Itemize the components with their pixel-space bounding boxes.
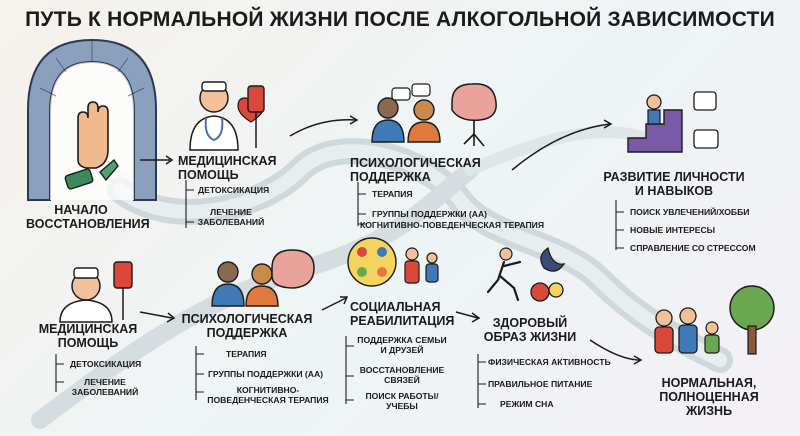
doctor-icon <box>189 81 239 151</box>
development-title: РАЗВИТИЕ ЛИЧНОСТИ И НАВЫКОВ <box>592 170 756 198</box>
goal-title-line3: ЖИЗНЬ <box>685 404 733 418</box>
medical-bottom-item-line: ЛЕЧЕНИЕ <box>84 377 126 387</box>
psych-top-title-line1: ПСИХОЛОГИЧЕСКАЯ <box>350 156 481 170</box>
social-item: ВОССТАНОВЛЕНИЕ СВЯЗЕЙ <box>354 365 450 385</box>
item-brackets <box>55 180 624 408</box>
iv-drip-icon-bottom <box>113 261 133 320</box>
medical-bottom-title: МЕДИЦИНСКАЯ ПОМОЩЬ <box>28 322 148 350</box>
growth-steps-icon <box>627 91 719 153</box>
psych-top-title-line2: ПОДДЕРЖКА <box>350 170 431 184</box>
brain-tree-icon <box>451 83 497 147</box>
social-item-line: ПОДДЕРЖКА СЕМЬИ <box>357 335 447 345</box>
brain-icon <box>271 249 315 289</box>
development-title-line2: И НАВЫКОВ <box>634 184 714 198</box>
psych-bottom-item: ГРУППЫ ПОДДЕРЖКИ (АА) <box>208 369 324 379</box>
development-item: СПРАВЛЕНИЕ СО СТРЕССОМ <box>630 243 756 253</box>
medical-top-item-line: ЛЕЧЕНИЕ <box>210 207 252 217</box>
psych-top-item: КОГНИТИВНО-ПОВЕДЕНЧЕСКАЯ ТЕРАПИЯ <box>360 220 545 230</box>
social-item-line: ВОССТАНОВЛЕНИЕ <box>359 365 445 375</box>
social-item-line: СВЯЗЕЙ <box>384 374 420 385</box>
social-item-line: ПОИСК РАБОТЫ/ <box>365 391 439 401</box>
healthy-item: РЕЖИМ СНА <box>500 399 554 409</box>
therapy-session-icon-bottom <box>211 261 279 307</box>
medical-bottom-title-line1: МЕДИЦИНСКАЯ <box>38 322 138 336</box>
medical-bottom-title-line2: ПОМОЩЬ <box>57 336 119 350</box>
goal-title: НОРМАЛЬНАЯ, ПОЛНОЦЕННАЯ ЖИЗНЬ <box>644 376 774 418</box>
therapy-session-icon <box>371 83 441 143</box>
medical-top-title-line2: ПОМОЩЬ <box>178 168 239 182</box>
medical-top-item: ЛЕЧЕНИЕ ЗАБОЛЕВАНИЙ <box>188 207 274 227</box>
healthy-title-line2: ОБРАЗ ЖИЗНИ <box>483 330 577 344</box>
community-circle-icon <box>347 237 397 287</box>
page-title: ПУТЬ К НОРМАЛЬНОЙ ЖИЗНИ ПОСЛЕ АЛКОГОЛЬНО… <box>25 8 775 31</box>
healthy-item: ФИЗИЧЕСКАЯ АКТИВНОСТЬ <box>488 357 611 367</box>
social-title: СОЦИАЛЬНАЯ РЕАБИЛИТАЦИЯ <box>350 300 454 328</box>
medical-top-title-line1: МЕДИЦИНСКАЯ <box>178 154 277 168</box>
social-item: ПОДДЕРЖКА СЕМЬИ И ДРУЗЕЙ <box>354 335 450 355</box>
moon-sleep-icon <box>540 247 566 272</box>
social-title-line2: РЕАБИЛИТАЦИЯ <box>350 314 455 328</box>
medical-top-title: МЕДИЦИНСКАЯ ПОМОЩЬ <box>178 154 276 182</box>
medical-bottom-item-line: ЗАБОЛЕВАНИЙ <box>71 386 139 397</box>
start-label-line2: ВОССТАНОВЛЕНИЯ <box>26 217 150 231</box>
medical-top-item: ДЕТОКСИКАЦИЯ <box>198 185 270 195</box>
social-item-line: И ДРУЗЕЙ <box>380 344 424 355</box>
fruit-icon <box>530 282 564 302</box>
development-item: ПОИСК УВЛЕЧЕНИЙ/ХОББИ <box>630 207 750 217</box>
development-title-line1: РАЗВИТИЕ ЛИЧНОСТИ <box>603 170 745 184</box>
tree-icon <box>729 285 775 355</box>
iv-drip-icon <box>247 85 265 148</box>
psych-top-item: ГРУППЫ ПОДДЕРЖКИ (АА) <box>372 209 488 219</box>
psych-bottom-item-line: КОГНИТИВНО- <box>236 385 300 395</box>
flow-arrows <box>139 115 643 365</box>
psych-bottom-title: ПСИХОЛОГИЧЕСКАЯ ПОДДЕРЖКА <box>172 312 322 340</box>
stop-hand-icon <box>77 101 109 169</box>
medical-top-item-line: ЗАБОЛЕВАНИЙ <box>197 216 265 227</box>
development-item: НОВЫЕ ИНТЕРЕСЫ <box>630 225 716 235</box>
psych-bottom-item-line: ПОВЕДЕНЧЕСКАЯ ТЕРАПИЯ <box>207 394 329 405</box>
psych-top-item: ТЕРАПИЯ <box>372 189 413 199</box>
runner-icon <box>486 247 522 302</box>
start-label-line1: НАЧАЛО <box>54 203 108 217</box>
happy-family-icon <box>654 307 720 354</box>
medical-bottom-item: ЛЕЧЕНИЕ ЗАБОЛЕВАНИЙ <box>62 377 148 397</box>
social-item: ПОИСК РАБОТЫ/ УЧЕБЫ <box>354 391 450 411</box>
healthy-item: ПРАВИЛЬНОЕ ПИТАНИЕ <box>488 379 593 389</box>
healthy-title: ЗДОРОВЫЙ ОБРАЗ ЖИЗНИ <box>470 316 590 344</box>
psych-bottom-item: ТЕРАПИЯ <box>226 349 267 359</box>
psych-bottom-item: КОГНИТИВНО- ПОВЕДЕНЧЕСКАЯ ТЕРАПИЯ <box>198 385 338 405</box>
social-title-line1: СОЦИАЛЬНАЯ <box>350 300 441 314</box>
start-label: НАЧАЛО ВОССТАНОВЛЕНИЯ <box>26 203 150 231</box>
medical-bottom-item: ДЕТОКСИКАЦИЯ <box>70 359 142 369</box>
psych-bottom-title-line1: ПСИХОЛОГИЧЕСКАЯ <box>181 312 313 326</box>
broken-bottle-icon <box>64 158 119 190</box>
goal-title-line2: ПОЛНОЦЕННАЯ <box>659 390 759 404</box>
doctor-icon-bottom <box>59 267 113 323</box>
healthy-title-line1: ЗДОРОВЫЙ <box>492 316 568 330</box>
goal-title-line1: НОРМАЛЬНАЯ, <box>661 376 757 390</box>
psych-bottom-title-line2: ПОДДЕРЖКА <box>206 326 288 340</box>
social-item-line: УЧЕБЫ <box>386 400 418 411</box>
family-icon <box>404 247 439 284</box>
psych-top-title: ПСИХОЛОГИЧЕСКАЯ ПОДДЕРЖКА <box>350 156 481 184</box>
